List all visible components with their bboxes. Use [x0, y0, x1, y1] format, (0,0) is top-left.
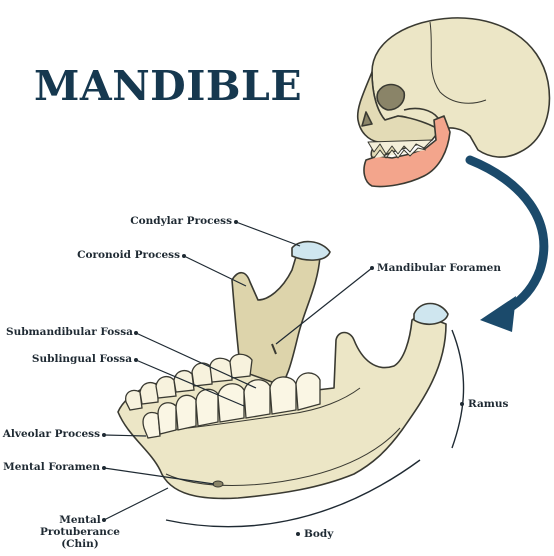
label-ramus: Ramus [468, 398, 508, 410]
label-mental-protuberance-line2: Protuberance [30, 526, 130, 538]
label-submandibular-fossa: Submandibular Fossa [6, 326, 132, 338]
label-alveolar-process: Alveolar Process [0, 428, 100, 440]
label-mental-foramen: Mental Foramen [0, 461, 100, 473]
label-sublingual-fossa: Sublingual Fossa [16, 353, 132, 365]
label-coronoid-process: Coronoid Process [70, 249, 180, 261]
label-mental-protuberance-line1: Mental [30, 514, 130, 526]
label-mental-protuberance: Mental Protuberance (Chin) [30, 514, 130, 550]
label-mental-protuberance-line3: (Chin) [30, 538, 130, 550]
label-body: Body [304, 528, 333, 540]
label-condylar-process: Condylar Process [120, 215, 232, 227]
label-mandibular-foramen: Mandibular Foramen [377, 262, 501, 274]
